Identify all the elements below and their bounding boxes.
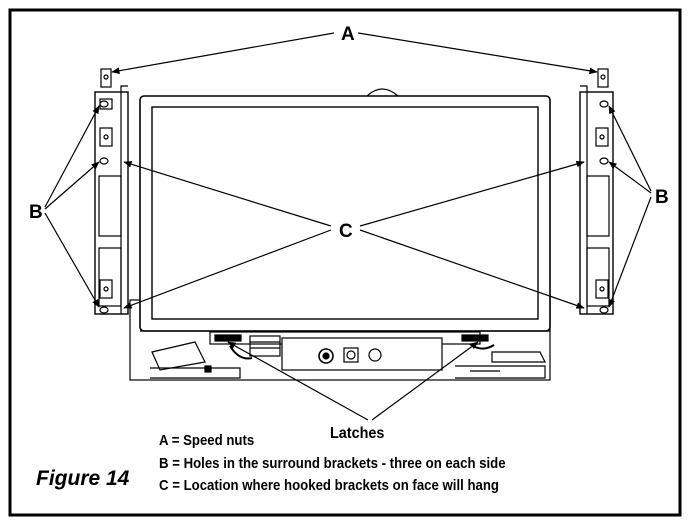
- callout-c: C: [123, 160, 585, 309]
- callout-b-right-arrow-bottom: [608, 196, 652, 308]
- callout-a-label: A: [341, 24, 355, 45]
- callout-b-right: B: [608, 105, 669, 308]
- callout-a-arrow-right: [357, 32, 598, 75]
- latches-arrow-left: [227, 341, 369, 421]
- legend-line-c: C = Location where hooked brackets on fa…: [159, 477, 499, 494]
- latches-label: Latches: [330, 425, 385, 442]
- callout-b-left-arrow-top: [44, 105, 100, 208]
- latches-arrows: [227, 341, 479, 421]
- figure-label: Figure 14: [36, 467, 130, 490]
- callout-b-right-arrow-mid: [608, 161, 652, 194]
- tv-drawing: [94, 68, 614, 381]
- callout-b-right-label: B: [655, 187, 669, 208]
- legend-line-a: A = Speed nuts: [159, 432, 255, 449]
- callout-b-right-arrow-top: [608, 105, 652, 192]
- callout-c-arrow-upper-left: [123, 161, 332, 227]
- callout-c-arrow-lower-right: [359, 229, 585, 309]
- callout-a: A: [111, 24, 598, 75]
- callout-b-left: B: [29, 105, 100, 308]
- latches-arrow-right: [371, 341, 479, 421]
- callout-c-arrow-upper-right: [359, 160, 585, 227]
- callout-b-left-arrow-mid: [44, 161, 100, 210]
- legend-line-b: B = Holes in the surround brackets - thr…: [159, 455, 506, 472]
- figure-frame: [8, 8, 682, 517]
- callout-b-left-arrow-bottom: [44, 212, 100, 308]
- callout-c-label: C: [339, 221, 353, 242]
- callout-a-arrow-left: [111, 32, 335, 75]
- callout-c-arrow-lower-left: [123, 229, 332, 309]
- callout-b-left-label: B: [29, 202, 43, 223]
